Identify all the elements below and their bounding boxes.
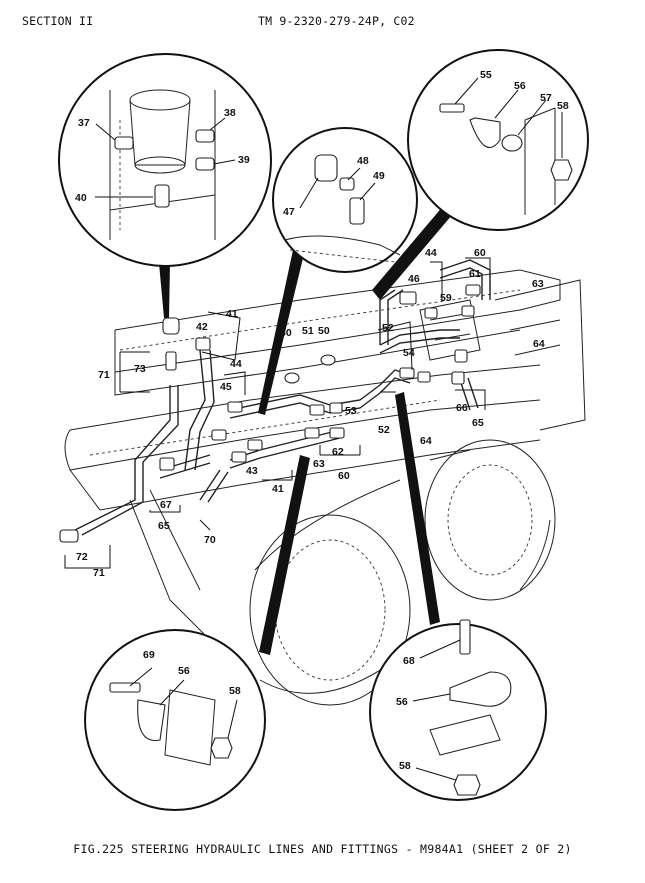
callout-41-upper: 41 [226, 308, 238, 320]
fitting-39 [195, 157, 215, 171]
fitting-67 [159, 457, 175, 471]
callout-48: 48 [357, 155, 369, 167]
callout-60-upper: 60 [474, 247, 486, 259]
fitting-38 [195, 129, 215, 143]
spacer-57 [501, 134, 523, 152]
callout-55: 55 [480, 69, 492, 81]
vehicle-frame-art [64, 269, 586, 706]
callout-44-right: 44 [425, 247, 437, 259]
callout-52-lower: 52 [378, 424, 390, 436]
o-ring-50a [284, 372, 300, 384]
callout-38: 38 [224, 107, 236, 119]
fitting-49 [349, 197, 365, 225]
callout-numbers: 37 38 39 40 47 48 49 55 56 57 58 41 42 7… [75, 69, 569, 772]
fitting-37 [114, 136, 134, 150]
callout-49: 49 [373, 170, 385, 182]
screw-69 [109, 682, 141, 693]
callout-59: 59 [440, 292, 452, 304]
callout-65-upper: 65 [472, 417, 484, 429]
fitting-42-upper [162, 317, 180, 335]
fitting-72 [59, 529, 79, 543]
callout-63-upper: 63 [532, 278, 544, 290]
fitting-63a [461, 305, 475, 317]
callout-43: 43 [246, 465, 258, 477]
screw-55 [439, 103, 465, 113]
fitting-62 [329, 427, 345, 439]
callout-39: 39 [238, 154, 250, 166]
callout-51: 51 [302, 325, 314, 337]
callout-63-lower: 63 [313, 458, 325, 470]
fitting-46 [399, 291, 417, 305]
callout-37: 37 [78, 117, 90, 129]
clamp-56-lower [137, 699, 166, 742]
callout-52-upper: 52 [382, 322, 394, 334]
manual-number-header: TM 9-2320-279-24P, C02 [258, 14, 415, 28]
callout-71-lower: 71 [93, 567, 105, 579]
fitting-40 [154, 184, 170, 208]
callout-67: 67 [160, 499, 172, 511]
callout-61: 61 [469, 268, 481, 280]
callout-45: 45 [220, 381, 232, 393]
nut-58-right [453, 774, 481, 796]
callout-41-lower: 41 [272, 483, 284, 495]
callout-56-lower-right: 56 [396, 696, 408, 708]
callout-62: 62 [332, 446, 344, 458]
callout-50-left: 50 [280, 327, 292, 339]
callout-56-upper: 56 [514, 80, 526, 92]
fitting-51 [309, 404, 325, 416]
callout-71-upper: 71 [98, 369, 110, 381]
callout-70: 70 [204, 534, 216, 546]
callout-68: 68 [403, 655, 415, 667]
callout-65-lower: 65 [158, 520, 170, 532]
callout-54: 54 [403, 347, 415, 359]
callout-72: 72 [76, 551, 88, 563]
callout-42: 42 [196, 321, 208, 333]
callout-46: 46 [408, 273, 420, 285]
callout-brackets [64, 257, 491, 569]
callout-73: 73 [134, 363, 146, 375]
fitting-61 [465, 284, 481, 296]
callout-53: 53 [345, 405, 357, 417]
fitting-64a [454, 349, 468, 363]
nut-58-lower [210, 737, 233, 759]
fitting-54 [399, 367, 415, 379]
callout-69: 69 [143, 649, 155, 661]
o-ring-50b [320, 354, 336, 366]
callout-56-lower-left: 56 [178, 665, 190, 677]
detail-circle-swivel-fittings [272, 127, 418, 273]
detail-circle-clamp-lower-left [84, 629, 266, 811]
fitting-45 [227, 401, 243, 413]
callout-50-right: 50 [318, 325, 330, 337]
figure-caption: FIG.225 STEERING HYDRAULIC LINES AND FIT… [73, 842, 572, 856]
callout-58-lower-left: 58 [229, 685, 241, 697]
detail-circle-clamp-lower-right [369, 619, 547, 801]
nut-58 [550, 159, 573, 181]
clamp-56-right [449, 671, 512, 707]
fitting-66 [451, 371, 465, 385]
callout-58-lower-right: 58 [399, 760, 411, 772]
section-header: SECTION II [22, 14, 94, 28]
fitting-47 [314, 154, 338, 182]
detail-leader-tails [159, 205, 452, 655]
callout-64-lower: 64 [420, 435, 432, 447]
callout-58-upper: 58 [557, 100, 569, 112]
callout-40: 40 [75, 192, 87, 204]
fittings-main-view [59, 284, 481, 543]
callout-44-left: 44 [230, 358, 242, 370]
detail-circle-valve-fittings [58, 53, 272, 267]
callout-57: 57 [540, 92, 552, 104]
fitting-48 [339, 177, 355, 191]
detail-circle-clamp-upper [407, 49, 589, 231]
callout-60-lower: 60 [338, 470, 350, 482]
callout-64-upper: 64 [533, 338, 545, 350]
fitting-59 [424, 307, 438, 319]
screw-68 [459, 619, 471, 655]
callout-47: 47 [283, 206, 295, 218]
callout-66: 66 [456, 402, 468, 414]
clamp-56 [469, 117, 501, 149]
